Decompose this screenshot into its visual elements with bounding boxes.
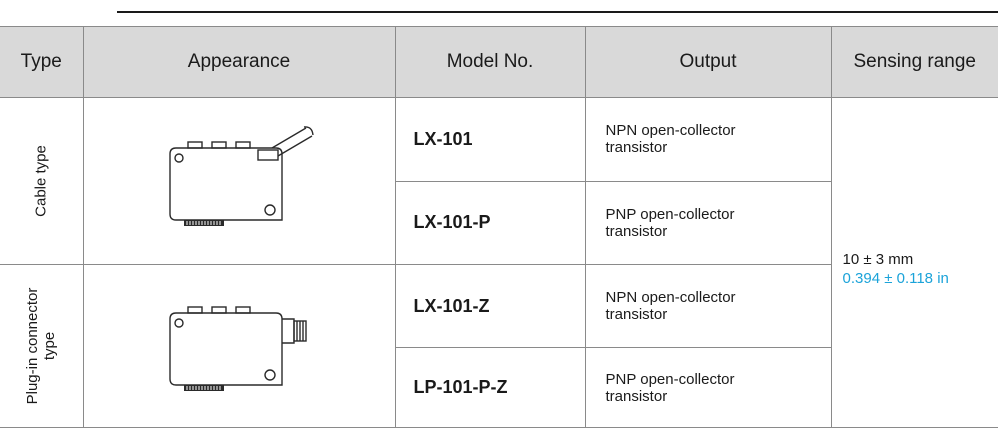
- type-label-line: Plug-in connector: [24, 288, 41, 405]
- header-model-no: Model No.: [395, 27, 585, 98]
- output-line: transistor: [606, 388, 668, 405]
- model-cell: LX-101-Z: [395, 265, 585, 348]
- output-cell: NPN open-collector transistor: [585, 98, 831, 182]
- output-line: PNP open-collector: [606, 206, 735, 223]
- sensing-range-mm: 10 ± 3 mm: [843, 250, 998, 269]
- sensing-range-cell: 10 ± 3 mm 0.394 ± 0.118 in: [831, 98, 998, 428]
- output-line: transistor: [606, 223, 668, 240]
- output-line: NPN open-collector: [606, 122, 736, 139]
- type-cell-connector: Plug-in connector type: [0, 265, 83, 428]
- output-cell: NPN open-collector transistor: [585, 265, 831, 348]
- appearance-cell-connector: [83, 265, 395, 428]
- header-sensing-range: Sensing range: [831, 27, 998, 98]
- output-line: PNP open-collector: [606, 371, 735, 388]
- table-row: Cable type: [0, 98, 998, 182]
- output-line: transistor: [606, 306, 668, 323]
- type-label-cable: Cable type: [33, 145, 50, 217]
- type-label-connector: Plug-in connector type: [24, 288, 58, 405]
- output-cell: PNP open-collector transistor: [585, 181, 831, 265]
- header-output: Output: [585, 27, 831, 98]
- output-line: NPN open-collector: [606, 289, 736, 306]
- model-cell: LX-101-P: [395, 181, 585, 265]
- cable-type-sensor-icon: [154, 126, 324, 236]
- spec-table: Type Appearance Model No. Output Sensing…: [0, 26, 998, 428]
- output-cell: PNP open-collector transistor: [585, 348, 831, 428]
- model-cell: LP-101-P-Z: [395, 348, 585, 428]
- type-label-line: type: [41, 332, 58, 360]
- top-rule: [117, 11, 998, 13]
- model-cell: LX-101: [395, 98, 585, 182]
- appearance-cell-cable: [83, 98, 395, 265]
- type-cell-cable: Cable type: [0, 98, 83, 265]
- header-type: Type: [0, 27, 83, 98]
- plug-in-connector-sensor-icon: [154, 291, 324, 401]
- header-row: Type Appearance Model No. Output Sensing…: [0, 27, 998, 98]
- sensing-range-in: 0.394 ± 0.118 in: [843, 269, 998, 288]
- header-appearance: Appearance: [83, 27, 395, 98]
- output-line: transistor: [606, 139, 668, 156]
